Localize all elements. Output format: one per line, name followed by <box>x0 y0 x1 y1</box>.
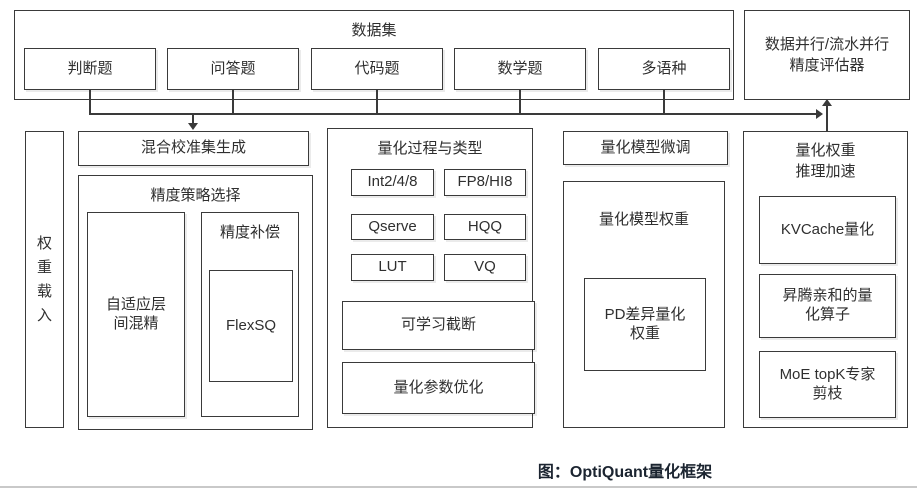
dataset-item-qa: 问答题 <box>167 48 299 90</box>
adaptive-line2: 间混精 <box>113 314 159 332</box>
parallel-evaluator-line2: 精度评估器 <box>789 57 865 74</box>
ascend-line1: 昇腾亲和的量 <box>782 287 873 305</box>
param-optimization-box: 量化参数优化 <box>342 362 535 414</box>
connector-bus <box>89 113 817 115</box>
flexsq-box: FlexSQ <box>209 270 293 382</box>
dataset-item-label: 数学题 <box>497 59 543 77</box>
method-label: HQQ <box>467 217 503 235</box>
learnable-clipping-box: 可学习截断 <box>342 301 535 350</box>
arrow-up-to-evaluator <box>822 99 832 106</box>
method-vq-box: VQ <box>444 254 526 281</box>
method-label: Int2/4/8 <box>367 173 418 191</box>
dataset-item-label: 判断题 <box>67 59 113 77</box>
pd-diff-weights-box: PD差异量化 权重 <box>584 278 706 371</box>
figure-caption: 图：OptiQuant量化框架 <box>537 464 713 481</box>
quantization-process-box: 量化过程与类型 Int2/4/8 FP8/HI8 Qserve HQQ LUT … <box>327 128 535 428</box>
dataset-item-label: 问答题 <box>210 59 256 77</box>
inference-title-line2: 推理加速 <box>795 163 856 180</box>
precision-compensation-box: 精度补偿 FlexSQ <box>201 212 299 417</box>
method-label: FP8/HI8 <box>457 173 513 191</box>
method-lut-box: LUT <box>351 254 434 281</box>
model-finetune-label: 量化模型微调 <box>600 138 691 156</box>
kvcache-quant-label: KVCache量化 <box>780 220 875 238</box>
method-int248-box: Int2/4/8 <box>351 169 434 196</box>
adaptive-mixed-precision-box: 自适应层 间混精 <box>87 212 185 417</box>
pd-diff-line2: 权重 <box>629 324 660 342</box>
arrow-down-to-calibration <box>188 123 198 130</box>
dataset-item-code: 代码题 <box>311 48 443 90</box>
kvcache-quant-box: KVCache量化 <box>759 196 896 264</box>
weight-load-box: 权重载入 <box>25 131 64 428</box>
method-label: LUT <box>378 258 407 276</box>
dataset-group-title: 数据集 <box>351 22 397 39</box>
dataset-item-multilingual: 多语种 <box>598 48 730 90</box>
moe-topk-pruning-box: MoE topK专家 剪枝 <box>759 351 896 418</box>
connector-drop-multilingual <box>663 90 665 115</box>
mixed-calibration-box: 混合校准集生成 <box>78 131 309 166</box>
method-fp8hi8-box: FP8/HI8 <box>444 169 526 196</box>
bottom-divider <box>0 486 917 488</box>
method-qserve-box: Qserve <box>351 214 434 240</box>
parallel-evaluator-line1: 数据并行/流水并行 <box>764 36 890 53</box>
weight-load-label: 权重载入 <box>36 234 52 324</box>
inference-title-line1: 量化权重 <box>795 142 856 159</box>
pd-diff-line1: PD差异量化 <box>604 305 686 323</box>
connector-junction-vertical <box>826 104 828 132</box>
ascend-line2: 化算子 <box>804 306 850 323</box>
mixed-calibration-label: 混合校准集生成 <box>140 139 246 157</box>
arrow-right-to-junction <box>816 109 823 119</box>
learnable-clipping-label: 可学习截断 <box>400 316 476 334</box>
param-optimization-label: 量化参数优化 <box>393 378 484 396</box>
parallel-evaluator-box: 数据并行/流水并行 精度评估器 <box>744 10 910 100</box>
connector-drop-math <box>519 90 521 115</box>
precision-strategy-box: 精度策略选择 自适应层 间混精 精度补偿 FlexSQ <box>78 175 313 430</box>
model-weights-box: 量化模型权重 PD差异量化 权重 <box>563 181 725 428</box>
method-label: Qserve <box>368 217 417 235</box>
inference-acceleration-box: 量化权重 推理加速 KVCache量化 昇腾亲和的量 化算子 MoE topK专… <box>743 131 908 428</box>
model-finetune-box: 量化模型微调 <box>563 131 728 165</box>
method-hqq-box: HQQ <box>444 214 526 240</box>
connector-drop-qa <box>232 90 234 115</box>
dataset-item-label: 代码题 <box>354 59 400 77</box>
flexsq-label: FlexSQ <box>225 316 276 334</box>
connector-drop-judgement <box>89 90 91 115</box>
connector-drop-code <box>376 90 378 115</box>
connector-to-calibration <box>192 113 194 124</box>
model-weights-title: 量化模型权重 <box>598 211 689 228</box>
ascend-operators-box: 昇腾亲和的量 化算子 <box>759 274 896 338</box>
dataset-item-label: 多语种 <box>641 59 687 77</box>
precision-strategy-title: 精度策略选择 <box>150 187 241 204</box>
quantization-process-title: 量化过程与类型 <box>377 140 483 157</box>
precision-compensation-title: 精度补偿 <box>219 224 280 241</box>
moe-line2: 剪枝 <box>812 384 843 402</box>
dataset-item-judgement: 判断题 <box>24 48 156 90</box>
adaptive-line1: 自适应层 <box>105 295 166 313</box>
method-label: VQ <box>474 258 496 276</box>
dataset-item-math: 数学题 <box>454 48 586 90</box>
moe-line1: MoE topK专家 <box>779 365 876 383</box>
